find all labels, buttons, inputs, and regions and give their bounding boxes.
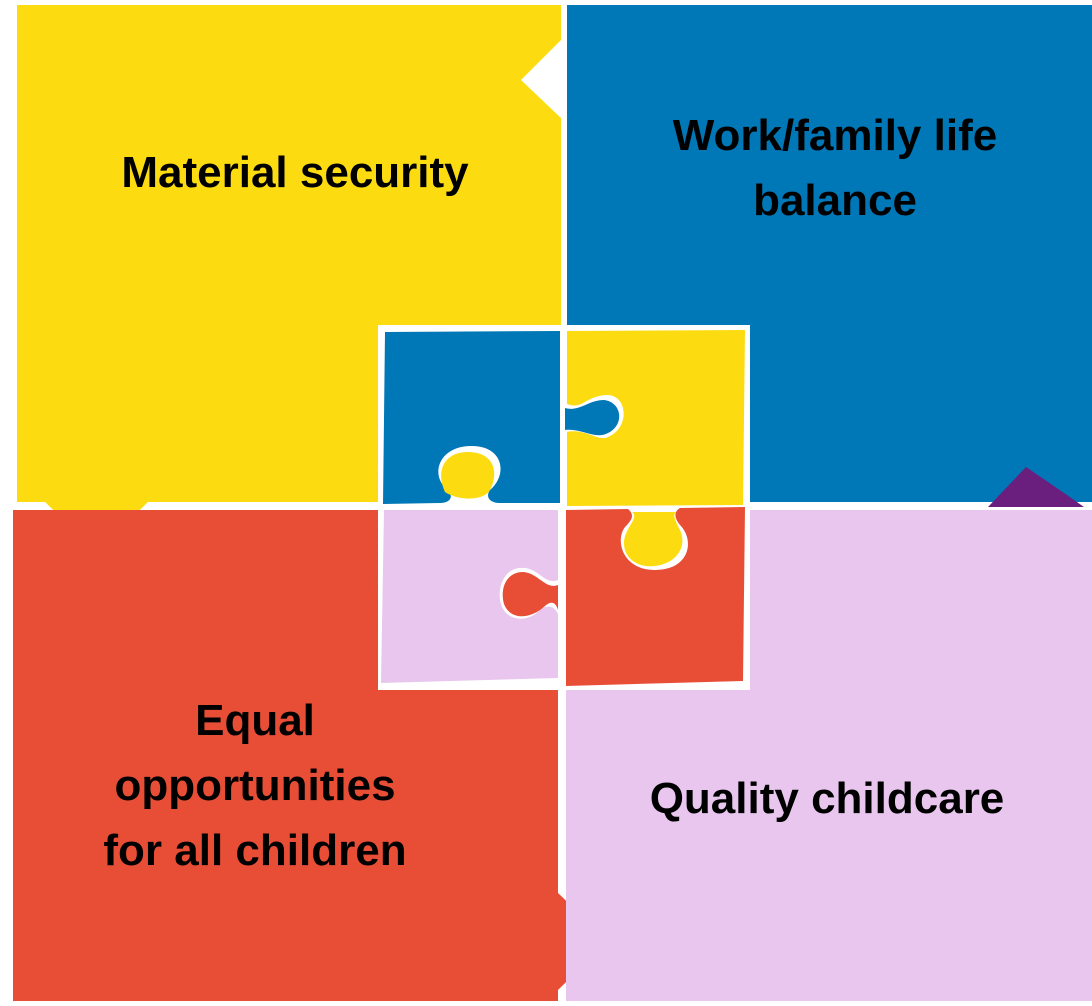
work-family-line-1: Work/family life bbox=[672, 111, 998, 160]
jigsaw-puzzle-icon bbox=[378, 325, 750, 690]
material-security-line-1: Material security bbox=[121, 148, 469, 197]
puzzle-piece-red bbox=[566, 507, 745, 686]
puzzle-knob-red bbox=[502, 572, 558, 617]
work-family-line-2: balance bbox=[753, 176, 917, 225]
equal-opportunities-line-1: Equal bbox=[195, 696, 315, 745]
puzzle-knob-yellow-lower bbox=[624, 512, 683, 567]
puzzle-piece-lavender bbox=[381, 510, 558, 683]
quality-childcare-label: Quality childcare bbox=[572, 766, 1082, 831]
equal-opportunities-line-3: for all children bbox=[103, 826, 407, 875]
quality-childcare-line-1: Quality childcare bbox=[649, 774, 1005, 823]
material-security-label: Material security bbox=[40, 140, 550, 205]
accent-arrow bbox=[988, 467, 1084, 507]
puzzle-piece-blue bbox=[383, 331, 560, 504]
equal-opportunities-label: Equal opportunities for all children bbox=[0, 688, 510, 883]
puzzle-piece-yellow bbox=[567, 330, 745, 506]
puzzle-knob-yellow bbox=[441, 452, 495, 499]
work-family-label: Work/family life balance bbox=[580, 103, 1090, 233]
equal-opportunities-line-2: opportunities bbox=[114, 761, 396, 810]
puzzle-knob-blue bbox=[565, 400, 620, 436]
